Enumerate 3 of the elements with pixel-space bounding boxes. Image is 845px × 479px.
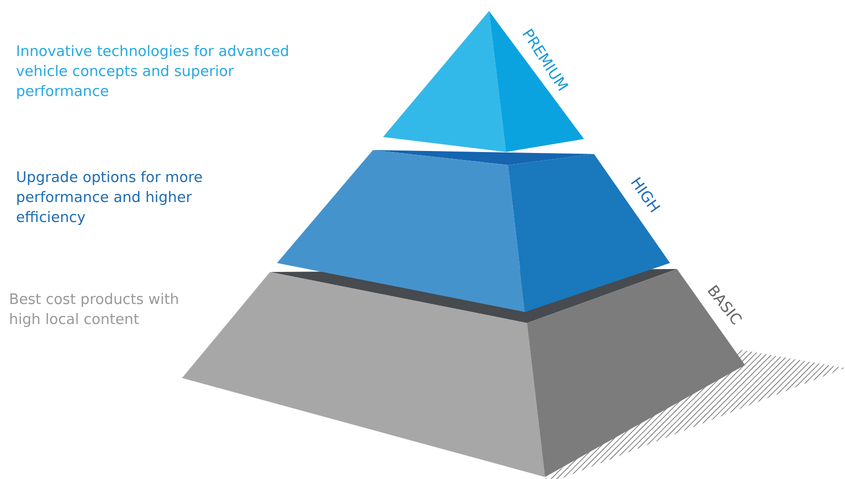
tier-description: Best cost products with high local content <box>9 291 180 330</box>
tier-description: Innovative technologies for advanced vehicle concepts and superior performance <box>16 43 290 102</box>
tier-description: Upgrade options for more performance and higher efficiency <box>16 169 204 228</box>
